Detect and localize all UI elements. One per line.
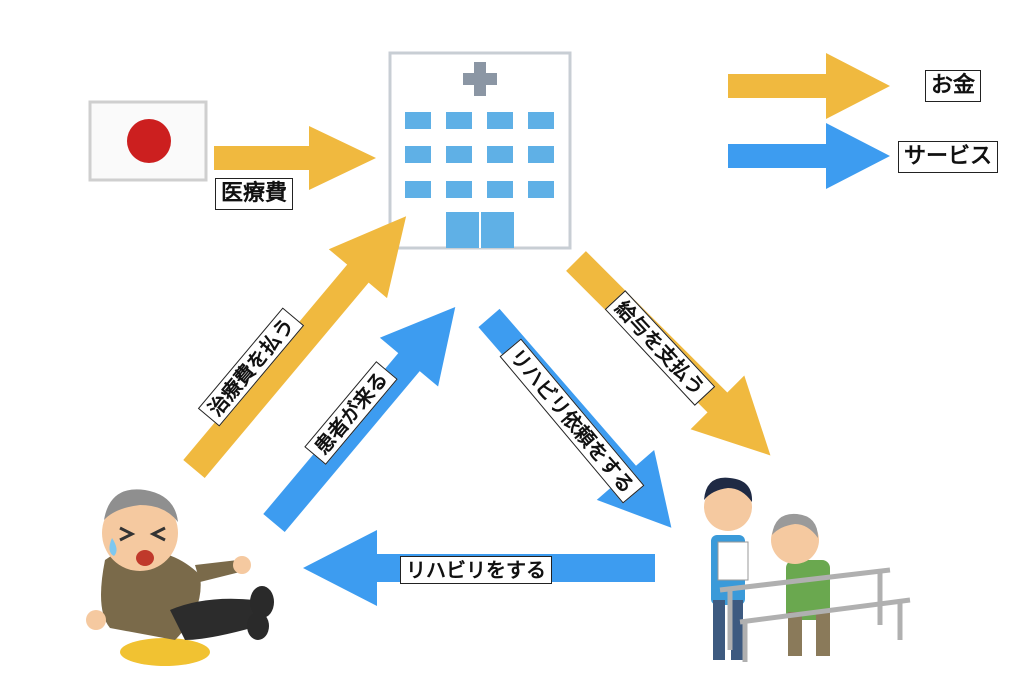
japan-flag-icon: [90, 102, 206, 180]
do-rehab-label: リハビリをする: [400, 556, 552, 584]
legend-money-arrow: [728, 53, 890, 119]
hospital-icon: [390, 53, 570, 248]
legend-service-label: サービス: [898, 141, 998, 173]
medical-cost-label: 医療費: [215, 178, 293, 210]
fallen-patient-illustration: [86, 489, 274, 666]
legend-money-label: お金: [925, 70, 981, 102]
legend-service-arrow: [728, 123, 890, 189]
